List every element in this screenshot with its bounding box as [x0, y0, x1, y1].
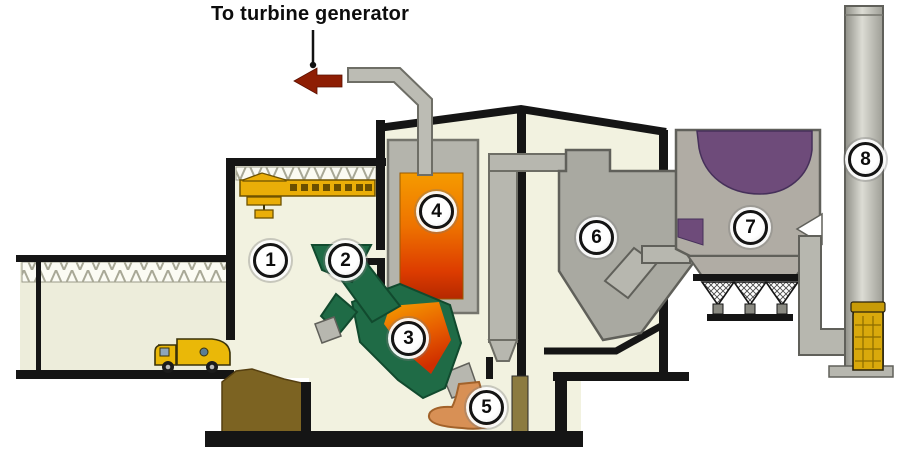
crane-bridge-panels [290, 184, 372, 191]
boiler [347, 67, 480, 315]
hopper-cone-2 [732, 281, 768, 307]
marker-8: 8 [848, 142, 883, 177]
khaki-column [511, 375, 529, 435]
boiler-furnace-interior [399, 172, 464, 300]
downpass-hopper [487, 339, 519, 362]
duct-support-post [486, 357, 493, 379]
downpass-channel [488, 167, 518, 343]
shed-roof-line [16, 255, 234, 262]
inner-floor-step [544, 322, 663, 355]
overhead-crane-icon [239, 172, 376, 219]
induced-draft-fan-icon [850, 301, 886, 371]
feeder-ram [314, 316, 342, 344]
crane-grab [254, 209, 274, 219]
hopper-base-line [707, 314, 793, 321]
bunker-roof-line [226, 158, 386, 166]
filter-purple-wedge [677, 218, 704, 246]
turbine-annotation [293, 30, 343, 95]
marker-3: 3 [391, 321, 426, 356]
filter-purple-inlet [696, 130, 813, 195]
fan-ribs [855, 316, 881, 368]
shed-floor [16, 370, 234, 379]
crane-cab [242, 172, 287, 182]
marker-6: 6 [579, 220, 614, 255]
marker-7: 7 [733, 210, 768, 245]
marker-1: 1 [253, 243, 288, 278]
marker-5: 5 [469, 390, 504, 425]
hopper-cone-3 [764, 281, 800, 307]
basement-floor [205, 431, 583, 447]
baghouse-filter [674, 128, 823, 321]
truck-hub-rear [209, 364, 215, 370]
hopper-wall-bracket-h [355, 258, 385, 265]
shed-roof-truss-pattern [22, 262, 230, 282]
flue-downpass-duct [487, 153, 576, 362]
hopper-cones [700, 281, 800, 307]
foundation-step-wall [555, 375, 567, 447]
middle-wall [517, 110, 526, 378]
steam-duct [347, 67, 433, 176]
hopper-cone-1 [700, 281, 736, 307]
stack-assembly [798, 5, 894, 378]
bunker-left-wall [226, 158, 235, 340]
marker-2: 2 [328, 243, 363, 278]
truck-hub-front [165, 364, 171, 370]
filter-hopper-shell [686, 255, 812, 277]
waste-pit [221, 368, 307, 434]
crane-trolley [246, 196, 282, 206]
turbine-generator-label: To turbine generator [211, 3, 410, 25]
bunker-right-wall [376, 120, 385, 250]
hopper-support-beam [693, 274, 799, 281]
waste-heap [221, 368, 307, 434]
shed-left-wall [36, 262, 41, 372]
truck-emblem [199, 347, 209, 357]
truck-window [159, 347, 170, 357]
hopper-outlets [712, 303, 788, 315]
tipping-hall [16, 255, 234, 379]
marker-4: 4 [419, 194, 454, 229]
refuse-truck-icon [154, 338, 231, 373]
fan-cap [850, 301, 886, 313]
hopper-wall-bracket-v [377, 258, 385, 290]
right-ground-line [553, 372, 689, 381]
crossover-pipe [488, 153, 576, 172]
flue-gas-vessel [557, 148, 696, 342]
leader-dot [309, 61, 317, 69]
pit-right-wall [301, 382, 311, 433]
vessel-6-body [557, 148, 696, 342]
turbine-arrow-icon [293, 67, 343, 95]
